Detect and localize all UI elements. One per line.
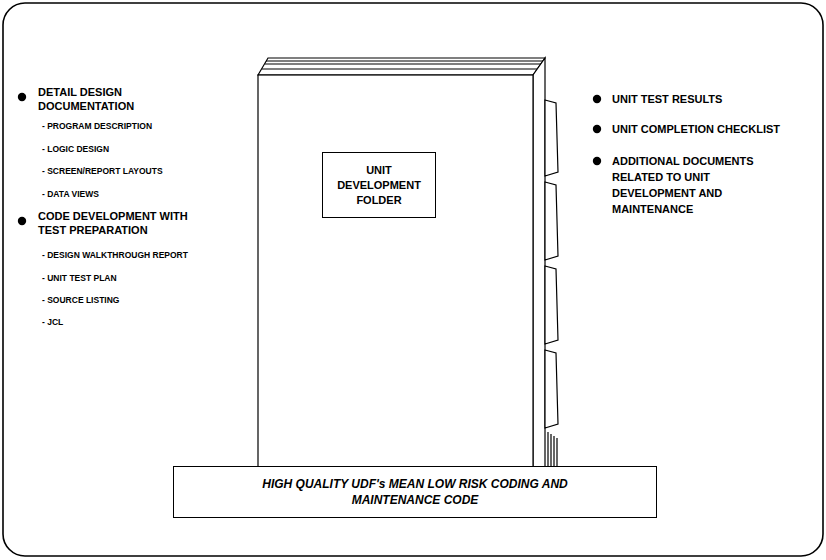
sub-item: - PROGRAM DESCRIPTION	[42, 121, 152, 132]
box-text: UNIT DEVELOPMENT FOLDER	[329, 163, 429, 208]
sub-item: - LOGIC DESIGN	[42, 144, 109, 155]
bullet-heading: DETAIL DESIGN DOCUMENTATION	[38, 85, 218, 113]
bullet-dots	[18, 93, 601, 225]
sub-item: - JCL	[42, 317, 63, 328]
bullet-heading: ADDITIONAL DOCUMENTS RELATED TO UNIT DEV…	[612, 153, 780, 217]
sub-item: - SOURCE LISTING	[42, 295, 119, 306]
folder-label-box: UNIT DEVELOPMENT FOLDER	[322, 152, 436, 218]
sub-item: - SCREEN/REPORT LAYOUTS	[42, 166, 163, 177]
binder-illustration	[258, 58, 558, 516]
box-text: HIGH QUALITY UDF's MEAN LOW RISK CODING …	[256, 476, 574, 508]
bullet-heading: CODE DEVELOPMENT WITH TEST PREPARATION	[38, 209, 218, 237]
bullet-heading: UNIT COMPLETION CHECKLIST	[612, 122, 812, 136]
summary-box: HIGH QUALITY UDF's MEAN LOW RISK CODING …	[173, 466, 657, 518]
slide-frame	[3, 3, 823, 556]
sub-item: - UNIT TEST PLAN	[42, 273, 117, 284]
sub-item: - DESIGN WALKTHROUGH REPORT	[42, 250, 188, 261]
sub-item: - DATA VIEWS	[42, 189, 99, 200]
bullet-heading: UNIT TEST RESULTS	[612, 92, 812, 106]
